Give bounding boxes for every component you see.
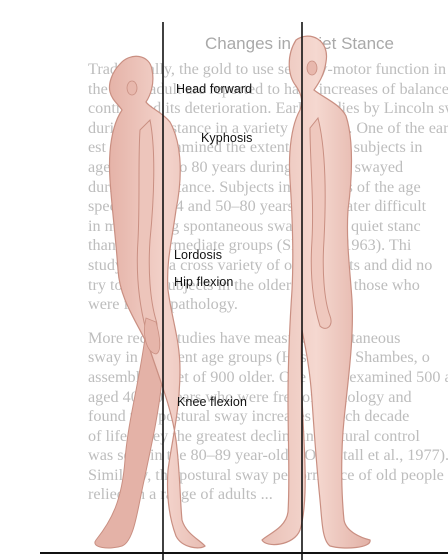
- label-lordosis: Lordosis: [174, 248, 222, 262]
- label-head-forward: Head forward: [176, 82, 252, 96]
- elderly-figure: [95, 56, 205, 548]
- young-figure: [262, 36, 370, 548]
- label-knee-flexion: Knee flexion: [177, 395, 247, 409]
- label-kyphosis: Kyphosis: [201, 131, 253, 145]
- label-hip-flexion: Hip flexion: [174, 275, 233, 289]
